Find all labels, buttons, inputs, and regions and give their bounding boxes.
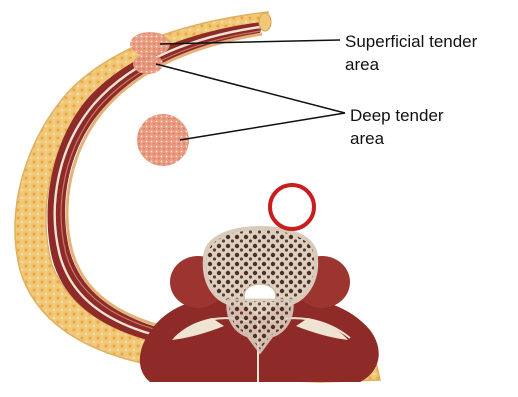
spine-section (140, 228, 379, 382)
superficial-label-line-1: Superficial tender (345, 30, 477, 53)
deep-label-line-1: Deep tender (350, 104, 444, 127)
marker-circle-icon (270, 185, 314, 229)
leader-line-deep-2 (180, 113, 345, 140)
deep-label-line-2: area (350, 127, 444, 150)
superficial-tender-area-label: Superficial tender area (345, 30, 477, 76)
deep-tender-area-label: Deep tender area (350, 104, 444, 150)
leader-line-deep-1 (156, 64, 345, 113)
superficial-label-line-2: area (345, 53, 477, 76)
wall-tip (259, 13, 271, 31)
